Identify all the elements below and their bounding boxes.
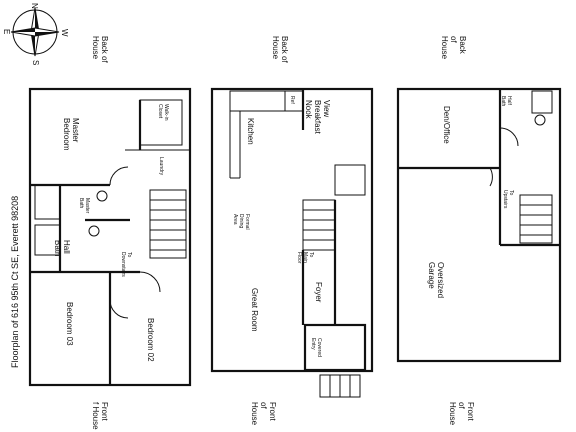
lower-front-of-house: FrontofHouse [448,402,475,426]
room-master-bedroom: MasterBedroom [62,118,80,151]
room-kitchen: Kitchen [246,118,255,145]
room-den-office: Den/Office [442,106,451,144]
main-floor-plan [210,87,374,398]
room-ref: Ref [289,96,295,104]
room-hall-bath: HallBath [53,240,71,256]
upper-front-of-house: Frontf House [91,402,109,430]
room-walkin-closet: Walk-inCloset [157,104,169,121]
room-view-breakfast-nook: ViewBreakfastNook [304,100,331,135]
to-downstairs: ToDownstairs [120,252,132,277]
main-back-of-house: Back ofHouse [271,36,289,63]
room-covered-entry: CoveredEntry [310,338,322,357]
room-half-bath: HalfBath [500,96,512,107]
compass-w: W [60,29,69,37]
compass-n: N [30,3,39,9]
upper-floor-plan [28,87,192,387]
room-great-room: Great Room [250,288,259,332]
lower-back-of-house: BackofHouse [440,36,467,60]
to-main-floor: ToMainFloor [296,252,314,264]
formal-dining-area: FormalDiningArea [232,214,250,230]
compass-rose-icon [10,7,60,57]
room-bedroom-02: Bedroom 02 [146,318,155,362]
main-front-of-house: FrontofHouse [250,402,277,426]
to-upstairs: ToUpstairs [502,190,514,209]
plan-title: Floorplan of 616 95th Ct SE, Everett 982… [10,196,20,368]
room-master-bath: MasterBath [78,198,90,214]
room-laundry: Laundry [158,157,164,176]
room-oversized-garage: OversizedGarage [427,262,445,298]
room-foyer: Foyer [314,282,323,303]
room-bedroom-03: Bedroom 03 [65,302,74,346]
lower-floor-plan [396,87,562,363]
compass-e: E [2,29,11,34]
compass-s: S [31,60,40,65]
upper-back-of-house: Back ofHouse [91,36,109,63]
